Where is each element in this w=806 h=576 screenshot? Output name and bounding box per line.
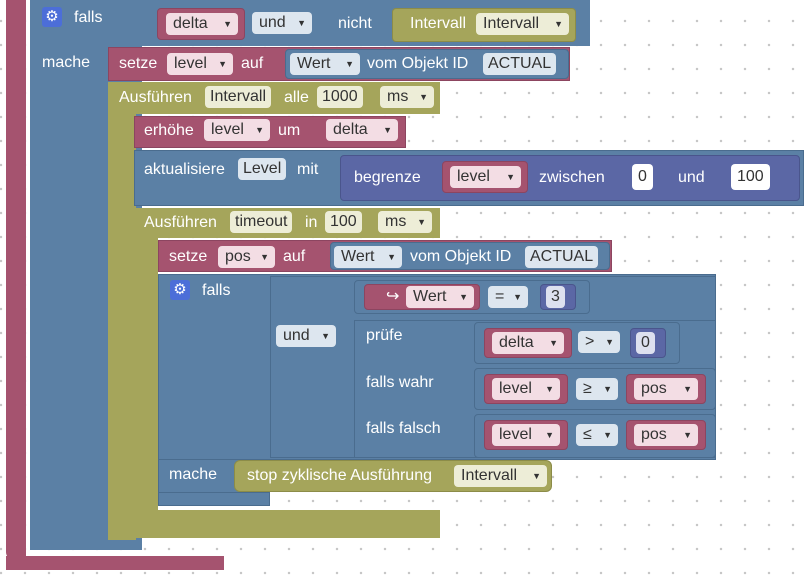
compare-number-field[interactable]: 3 xyxy=(546,286,565,308)
interval-exec-label: Ausführen xyxy=(119,89,192,106)
timeout-in-label: in xyxy=(305,214,318,231)
interval-unit-dropdown[interactable]: ms▼ xyxy=(380,86,434,108)
true-var-dropdown[interactable]: level▼ xyxy=(492,378,560,400)
false-label: falls falsch xyxy=(366,420,441,437)
inner-and-dropdown[interactable]: und▼ xyxy=(276,325,336,347)
interval-footer xyxy=(108,524,440,538)
set-level-object-id[interactable]: ACTUAL xyxy=(483,53,557,75)
interval-name-field[interactable]: Intervall xyxy=(205,86,272,108)
timeout-name-field[interactable]: timeout xyxy=(230,211,293,233)
check-cmp-dropdown[interactable]: >▼ xyxy=(578,331,620,353)
set-pos-to-label: auf xyxy=(283,248,306,265)
interval-var-dropdown[interactable]: Intervall▼ xyxy=(476,13,569,35)
true-label: falls wahr xyxy=(366,374,434,391)
update-label: aktualisiere xyxy=(144,161,225,178)
set-pos-object-label: vom Objekt ID xyxy=(410,248,512,265)
outer-do-label: mache xyxy=(42,54,91,71)
event-arrow-icon: ↪ xyxy=(386,288,400,305)
clamp-max-field[interactable]: 100 xyxy=(731,164,770,190)
set-pos-var-dropdown[interactable]: pos▼ xyxy=(218,246,275,268)
clamp-var-dropdown[interactable]: level▼ xyxy=(450,166,521,188)
check-var-dropdown[interactable]: delta▼ xyxy=(492,332,564,354)
set-level-to-label: auf xyxy=(241,55,264,72)
set-pos-object-id[interactable]: ACTUAL xyxy=(525,246,599,268)
delta-var-dropdown[interactable]: delta▼ xyxy=(166,13,238,35)
set-level-object-label: vom Objekt ID xyxy=(367,55,469,72)
false-cmp-dropdown[interactable]: ≤▼ xyxy=(576,424,618,446)
true-rhs-dropdown[interactable]: pos▼ xyxy=(634,378,698,400)
stop-label: stop zyklische Ausführung xyxy=(247,467,432,484)
true-cmp-dropdown[interactable]: ≥▼ xyxy=(576,378,618,400)
clamp-between-label: zwischen xyxy=(539,169,605,186)
gear-icon[interactable]: ⚙ xyxy=(170,280,190,300)
compare-eq-dropdown[interactable]: =▼ xyxy=(488,286,528,308)
stop-var-dropdown[interactable]: Intervall▼ xyxy=(454,465,547,487)
timeout-unit-dropdown[interactable]: ms▼ xyxy=(378,211,432,233)
timeout-block[interactable] xyxy=(134,208,158,526)
event-prop-dropdown[interactable]: Wert▼ xyxy=(406,286,474,308)
not-label: nicht xyxy=(338,15,372,32)
increment-var-dropdown[interactable]: level▼ xyxy=(204,119,270,141)
outer-if-label: falls xyxy=(74,9,103,26)
inner-if-footer xyxy=(158,492,270,506)
interval-label: Intervall xyxy=(410,15,467,32)
clamp-and-label: und xyxy=(678,169,705,186)
timeout-exec-label: Ausführen xyxy=(144,214,217,231)
set-pos-label: setze xyxy=(169,248,208,265)
check-label: prüfe xyxy=(366,327,403,344)
set-level-prop-dropdown[interactable]: Wert▼ xyxy=(290,53,360,75)
update-target-field[interactable]: Level xyxy=(238,158,287,180)
inner-do-label: mache xyxy=(169,466,218,483)
interval-every-label: alle xyxy=(284,89,309,106)
clamp-block[interactable] xyxy=(340,155,800,201)
root-event-bottom xyxy=(6,556,224,570)
inner-if-label: falls xyxy=(202,282,231,299)
and-operator-dropdown[interactable]: und▼ xyxy=(252,12,312,34)
clamp-min-field[interactable]: 0 xyxy=(632,164,653,190)
set-level-var-dropdown[interactable]: level▼ xyxy=(167,53,233,75)
timeout-footer xyxy=(134,510,440,524)
timeout-value-field[interactable]: 100 xyxy=(325,211,362,233)
false-rhs-dropdown[interactable]: pos▼ xyxy=(634,424,698,446)
clamp-label: begrenze xyxy=(354,169,421,186)
false-var-dropdown[interactable]: level▼ xyxy=(492,424,560,446)
root-event-block[interactable] xyxy=(6,0,26,560)
set-pos-prop-dropdown[interactable]: Wert▼ xyxy=(334,246,402,268)
increment-label: erhöhe xyxy=(144,122,194,139)
check-number-field[interactable]: 0 xyxy=(636,332,655,354)
gear-icon[interactable]: ⚙ xyxy=(42,7,62,27)
interval-value-field[interactable]: 1000 xyxy=(317,86,363,108)
increment-amount-dropdown[interactable]: delta▼ xyxy=(326,119,398,141)
interval-block[interactable] xyxy=(108,82,136,540)
increment-by-label: um xyxy=(278,122,301,139)
update-with-label: mit xyxy=(297,161,319,178)
set-level-label: setze xyxy=(119,55,158,72)
